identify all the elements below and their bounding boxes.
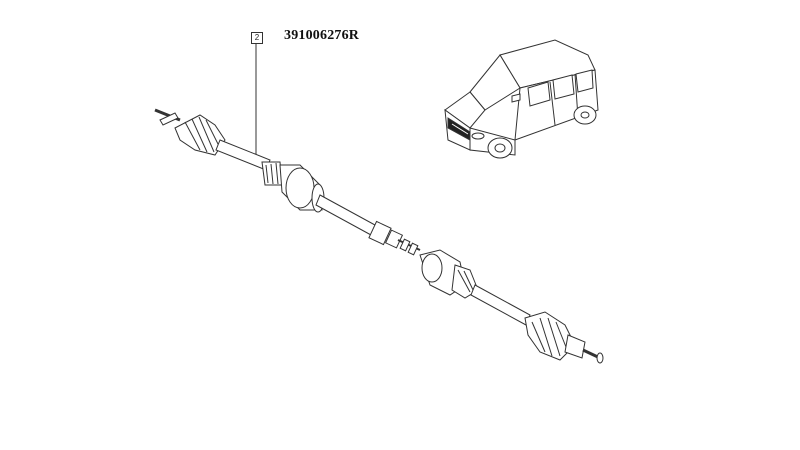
damper <box>279 164 325 213</box>
wheel-cv-joint <box>524 311 586 361</box>
part-number-label: 391006276R <box>284 28 360 43</box>
inner-cv-joint <box>419 249 479 299</box>
callout-number: 2 <box>251 32 263 44</box>
van-thumbnail <box>444 39 599 159</box>
intermediate-joint <box>368 220 421 256</box>
drive-shaft[interactable] <box>154 108 604 364</box>
boot-clamp-left <box>261 161 283 186</box>
